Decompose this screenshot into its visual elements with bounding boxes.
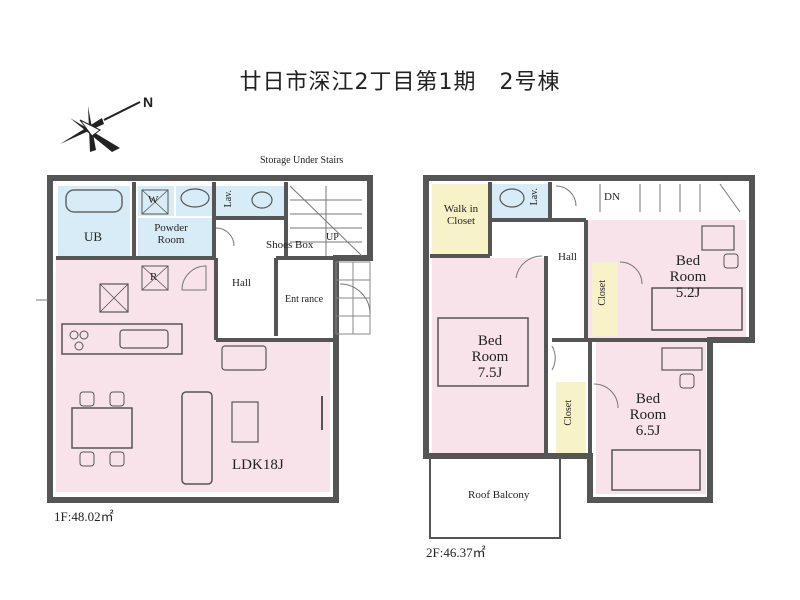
powder-room-label: Powder Room [154, 222, 188, 246]
compass-icon: N [60, 94, 153, 152]
dn-label: DN [604, 191, 620, 203]
floor1-plan [36, 175, 373, 503]
closet-label-2: Closet [563, 400, 574, 426]
lav-label-2f: Lav. [529, 188, 540, 206]
compass-letter: N [143, 94, 153, 110]
shoes-box-label: Shoes Box [266, 239, 314, 251]
roof-balcony-label: Roof Balcony [468, 489, 530, 501]
floor2-plan [423, 175, 755, 539]
r-label: R [150, 271, 158, 283]
bedroom-7-5j-label: Bed Room 7.5J [471, 333, 509, 381]
up-label: UP [326, 232, 339, 243]
bedroom-6-5j-label: Bed Room 6.5J [629, 391, 667, 439]
walkin-closet-label: Walk in Closet [443, 203, 479, 227]
ldk-label: LDK18J [232, 457, 284, 473]
entrance-label: Ent rance [284, 294, 324, 305]
lav-label-1f: Lav. [223, 190, 234, 208]
hall-label-1f: Hall [232, 277, 251, 289]
floor2-area: 2F:46.37㎡ [426, 545, 486, 560]
bedroom-5-2j-label: Bed Room 5.2J [669, 253, 707, 301]
page-title: 廿日市深江2丁目第1期 2号棟 [239, 70, 561, 95]
storage-label: Storage Under Stairs [260, 155, 344, 166]
w-label: W [148, 194, 159, 206]
closet-label-1: Closet [597, 280, 608, 306]
hall-label-2f: Hall [558, 251, 577, 263]
ub-label: UB [84, 229, 103, 244]
floor1-area: 1F:48.02㎡ [54, 509, 114, 524]
